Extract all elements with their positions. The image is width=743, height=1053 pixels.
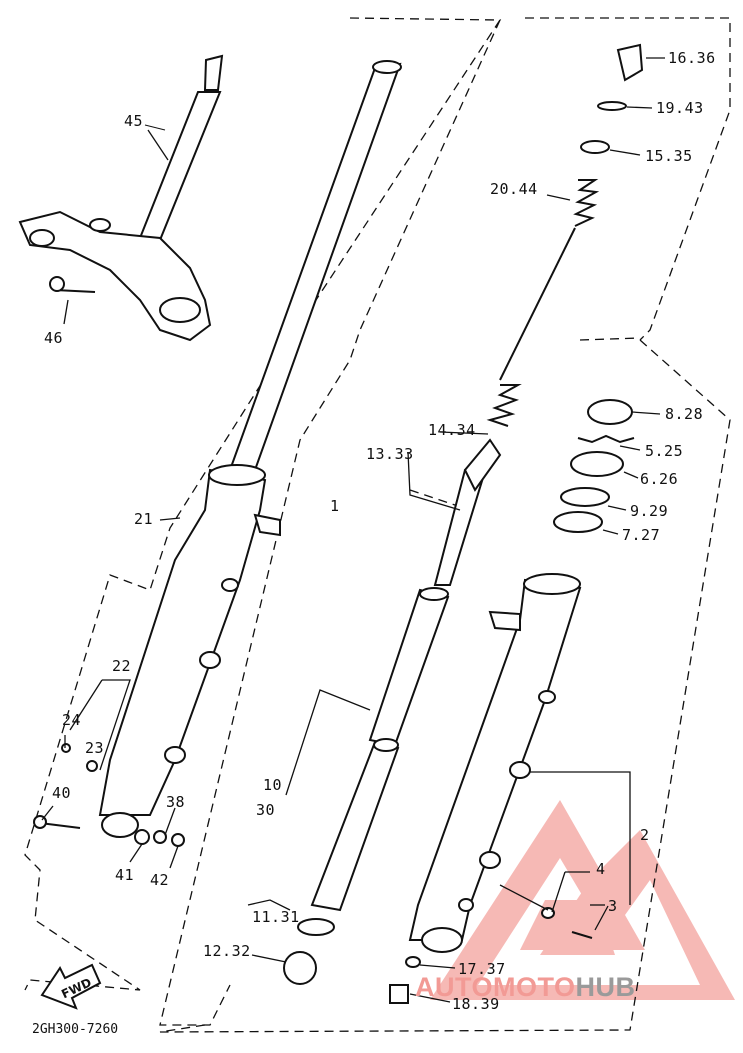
fwd-arrow: FWD <box>40 963 102 1010</box>
leader-lines <box>41 57 665 1003</box>
watermark-part1: AUTOMOTO <box>415 972 576 1002</box>
callout-21: 21 <box>134 510 154 528</box>
callout-2: 2 <box>640 826 650 844</box>
callout-6-26: 6.26 <box>640 470 679 488</box>
callout-22: 22 <box>112 657 132 675</box>
diagram-code: 2GH300-7260 <box>32 1022 119 1037</box>
callout-18-39: 18.39 <box>452 995 500 1013</box>
fork-spring <box>486 179 600 427</box>
callout-45: 45 <box>124 112 144 130</box>
callout-42: 42 <box>150 871 170 889</box>
callout-9-29: 9.29 <box>630 502 669 520</box>
callout-19-43: 19.43 <box>656 99 704 117</box>
watermark-text: AUTOMOTOHUB <box>415 972 636 1003</box>
callout-3: 3 <box>608 897 618 915</box>
callout-8-28: 8.28 <box>665 405 704 423</box>
callout-4: 4 <box>596 860 606 878</box>
callout-15-35: 15.35 <box>645 147 693 165</box>
callout-1: 1 <box>330 497 340 515</box>
callout-30: 30 <box>256 801 276 819</box>
callout-16-36: 16.36 <box>668 49 716 67</box>
watermark-part2: HUB <box>575 972 636 1002</box>
callout-23: 23 <box>85 739 105 757</box>
top-cap-parts <box>553 43 644 533</box>
callout-11-31: 11.31 <box>252 908 300 926</box>
callout-10: 10 <box>263 776 283 794</box>
small-hardware <box>33 743 593 939</box>
right-outer-tube <box>389 573 582 1004</box>
callout-24: 24 <box>62 711 82 729</box>
callout-14-34: 14.34 <box>428 421 476 439</box>
steering-stem <box>18 54 224 342</box>
callout-5-25: 5.25 <box>645 442 684 460</box>
callout-17-37: 17.37 <box>458 960 506 978</box>
callout-20-44: 20.44 <box>490 180 538 198</box>
callout-40: 40 <box>52 784 72 802</box>
inner-tube-and-rod <box>283 438 502 985</box>
callout-41: 41 <box>115 866 135 884</box>
watermark-logo <box>430 800 735 1000</box>
callout-12-32: 12.32 <box>203 942 251 960</box>
left-outer-tube <box>98 60 402 838</box>
callout-7-27: 7.27 <box>622 526 661 544</box>
callout-46: 46 <box>44 329 64 347</box>
callout-38: 38 <box>166 793 186 811</box>
callout-13-33: 13.33 <box>366 445 414 463</box>
